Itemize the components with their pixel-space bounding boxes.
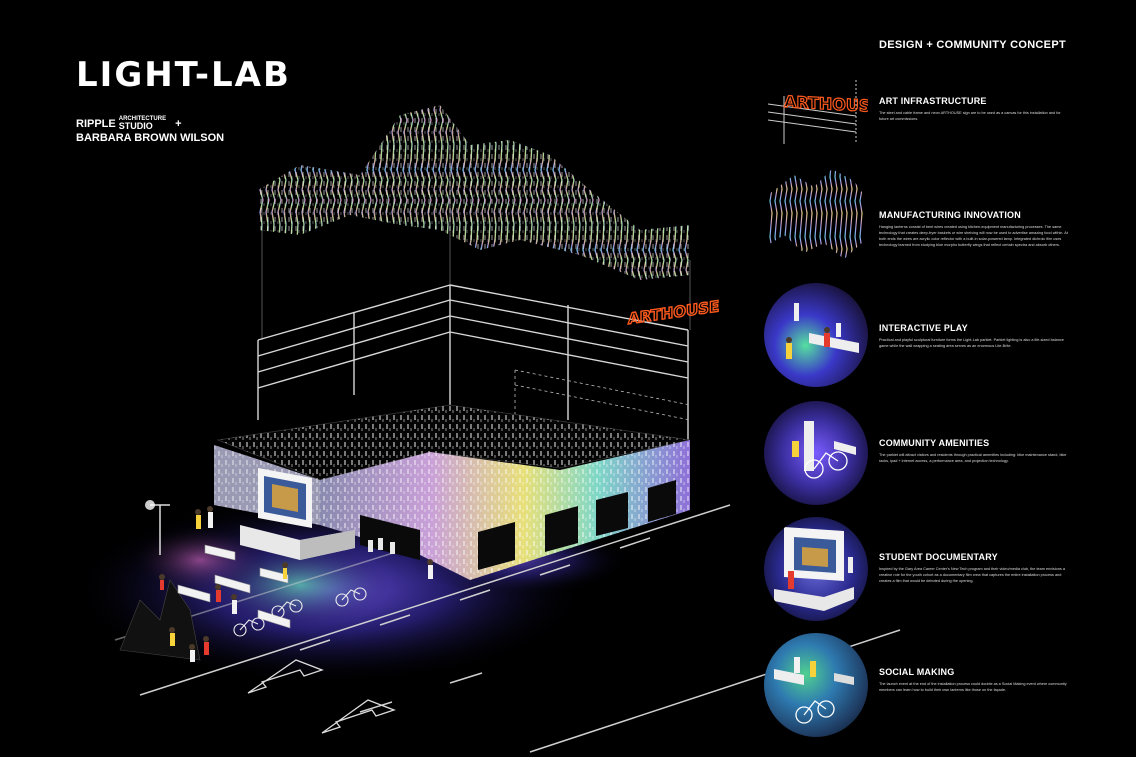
section-heading: COMMUNITY AMENITIES: [879, 438, 990, 448]
svg-text:ARTHOUSE: ARTHOUSE: [628, 297, 719, 328]
section-heading: STUDENT DOCUMENTARY: [879, 552, 998, 562]
thumb-interactive-play: [764, 283, 868, 387]
thumb-community-amenities: [764, 401, 868, 505]
parklet-furniture: [177, 544, 291, 629]
svg-text:ARTHOUSE: ARTHOUSE: [784, 92, 868, 116]
collaborator-name: BARBARA BROWN WILSON: [76, 132, 225, 144]
section-body: The steel and cable frame and neon ARTHO…: [879, 111, 1061, 122]
section-heading: MANUFACTURING INNOVATION: [879, 210, 1021, 220]
section-body: Practical and playful sculptural furnitu…: [879, 338, 1064, 349]
section-art-infrastructure: ART INFRASTRUCTURE The steel and cable f…: [879, 96, 1069, 122]
section-community-amenities: COMMUNITY AMENITIES The parklet will att…: [879, 438, 1069, 464]
concept-heading: DESIGN + COMMUNITY CONCEPT: [879, 39, 1066, 51]
plus-sign: +: [175, 117, 182, 130]
section-social-making: SOCIAL MAKING The launch event at the en…: [879, 667, 1069, 693]
team-credits: RIPPLE ARCHITECTURE STUDIO + BARBARA BRO…: [76, 116, 224, 145]
ground-glow-pink: [130, 525, 270, 595]
section-interactive-play: INTERACTIVE PLAY Practical and playful s…: [879, 323, 1069, 349]
project-title: LIGHT-LAB: [76, 55, 291, 95]
section-heading: ART INFRASTRUCTURE: [879, 96, 987, 106]
people: [159, 506, 433, 662]
parklet-stage: [240, 468, 355, 560]
section-manufacturing-innovation: MANUFACTURING INNOVATION Hanging lantern…: [879, 210, 1069, 248]
section-heading: SOCIAL MAKING: [879, 667, 955, 677]
section-student-documentary: STUDENT DOCUMENTARY Inspired by the Gary…: [879, 552, 1069, 584]
thumb-social-making: [764, 633, 868, 737]
arthouse-sign: ARTHOUSE: [627, 297, 720, 329]
firm-subtitle: ARCHITECTURE STUDIO: [118, 116, 167, 131]
thumb-manufacturing: [768, 169, 864, 259]
section-body: Inspired by the Gary Area Career Center'…: [879, 567, 1065, 584]
section-body: Hanging lanterns consist of bent wires c…: [879, 225, 1068, 248]
thumb-art-infrastructure: ARTHOUSE: [767, 80, 868, 144]
steel-frame: [257, 150, 691, 440]
bikes: [233, 587, 367, 637]
thumb-student-documentary: [764, 517, 868, 621]
lantern-curtain: [258, 105, 690, 280]
section-body: The launch event at the end of the insta…: [879, 682, 1067, 693]
section-heading: INTERACTIVE PLAY: [879, 323, 968, 333]
firm-name: RIPPLE: [76, 117, 116, 130]
lane-arrows: [247, 659, 396, 734]
section-body: The parklet will attract visitors and re…: [879, 453, 1067, 464]
